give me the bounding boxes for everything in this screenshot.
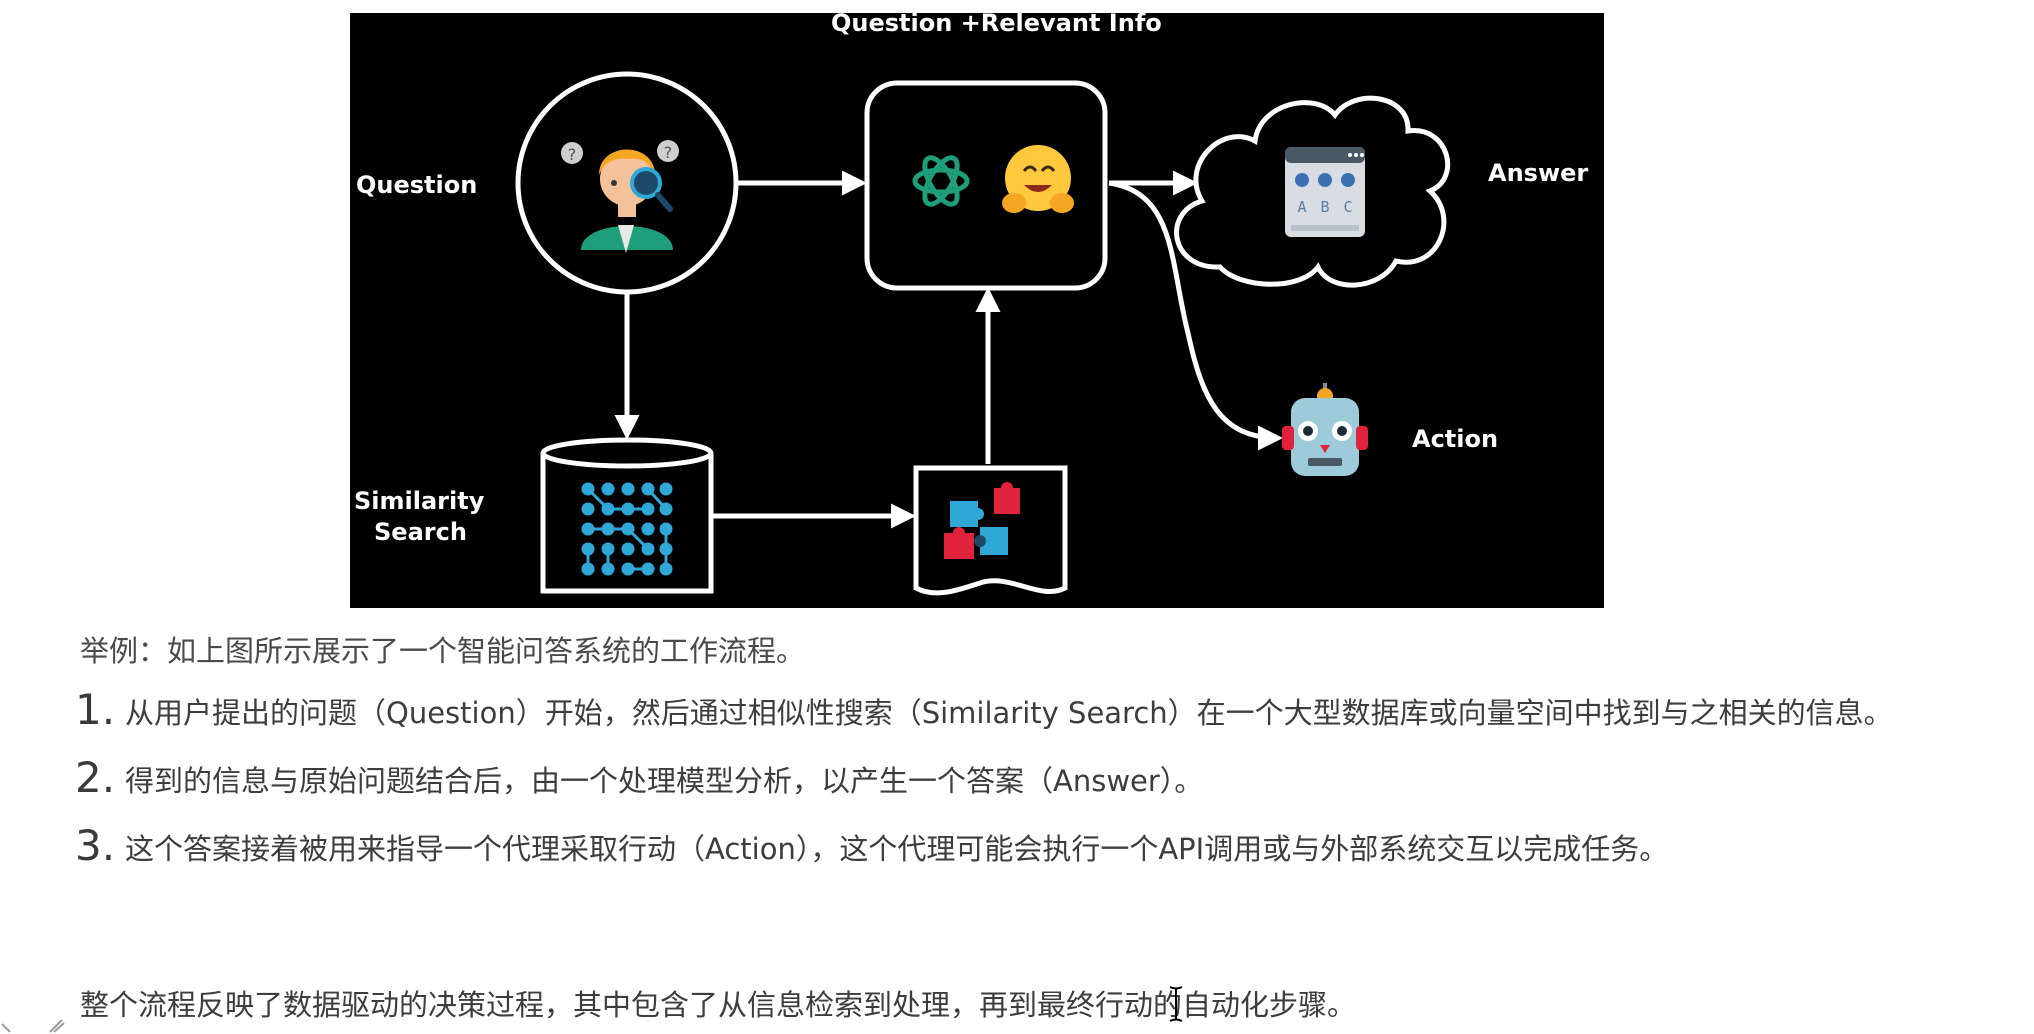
question-label: Question <box>356 171 478 199</box>
action-label: Action <box>1412 425 1499 453</box>
vector-grid-icon <box>581 482 673 576</box>
answer-card-letter-c: C <box>1343 198 1352 216</box>
arrow-llm-to-action <box>1108 180 1283 451</box>
step-text: 从用户提出的问题（Question）开始，然后通过相似性搜索（Similarit… <box>125 696 1893 730</box>
thinking-person-icon: ? ? <box>561 140 679 253</box>
resize-corner-icon <box>1 1019 65 1033</box>
diagram-graphics: ? ? <box>515 71 1450 596</box>
step-number: 3. <box>75 821 116 870</box>
text-cursor-icon <box>1169 986 1183 1022</box>
diagram-title: Question +Relevant Info <box>831 9 1162 37</box>
openai-icon <box>912 155 970 207</box>
answer-node: A B C <box>1174 95 1450 288</box>
step-text: 这个答案接着被用来指导一个代理采取行动（Action），这个代理可能会执行一个A… <box>125 832 1669 866</box>
vector-database-node <box>540 437 714 594</box>
step-number: 2. <box>75 753 116 802</box>
step-number: 1. <box>75 685 116 734</box>
puzzle-pieces-icon <box>944 482 1020 559</box>
flow-arrows <box>614 170 1283 529</box>
llm-node <box>864 80 1108 291</box>
answer-card-icon: A B C <box>1285 147 1365 237</box>
robot-icon <box>1282 383 1368 476</box>
question-node: ? ? <box>515 71 739 295</box>
context-document-node <box>913 465 1068 596</box>
answer-card-letter-a: A <box>1297 198 1306 216</box>
svg-text:?: ? <box>664 143 673 162</box>
answer-label: Answer <box>1488 159 1589 187</box>
diagram-caption: 举例：如上图所示展示了一个智能问答系统的工作流程。 <box>80 634 806 668</box>
workflow-diagram: ? ? <box>350 9 1604 608</box>
svg-text:?: ? <box>568 145 577 164</box>
answer-card-letter-b: B <box>1320 198 1329 216</box>
hugging-face-icon <box>1002 145 1074 213</box>
similarity-label-line1: Similarity <box>354 487 485 515</box>
similarity-label-line2: Search <box>374 518 467 546</box>
step-text: 得到的信息与原始问题结合后，由一个处理模型分析，以产生一个答案（Answer）。 <box>125 764 1204 798</box>
summary-paragraph: 整个流程反映了数据驱动的决策过程，其中包含了从信息检索到处理，再到最终行动的自动… <box>80 988 1357 1022</box>
